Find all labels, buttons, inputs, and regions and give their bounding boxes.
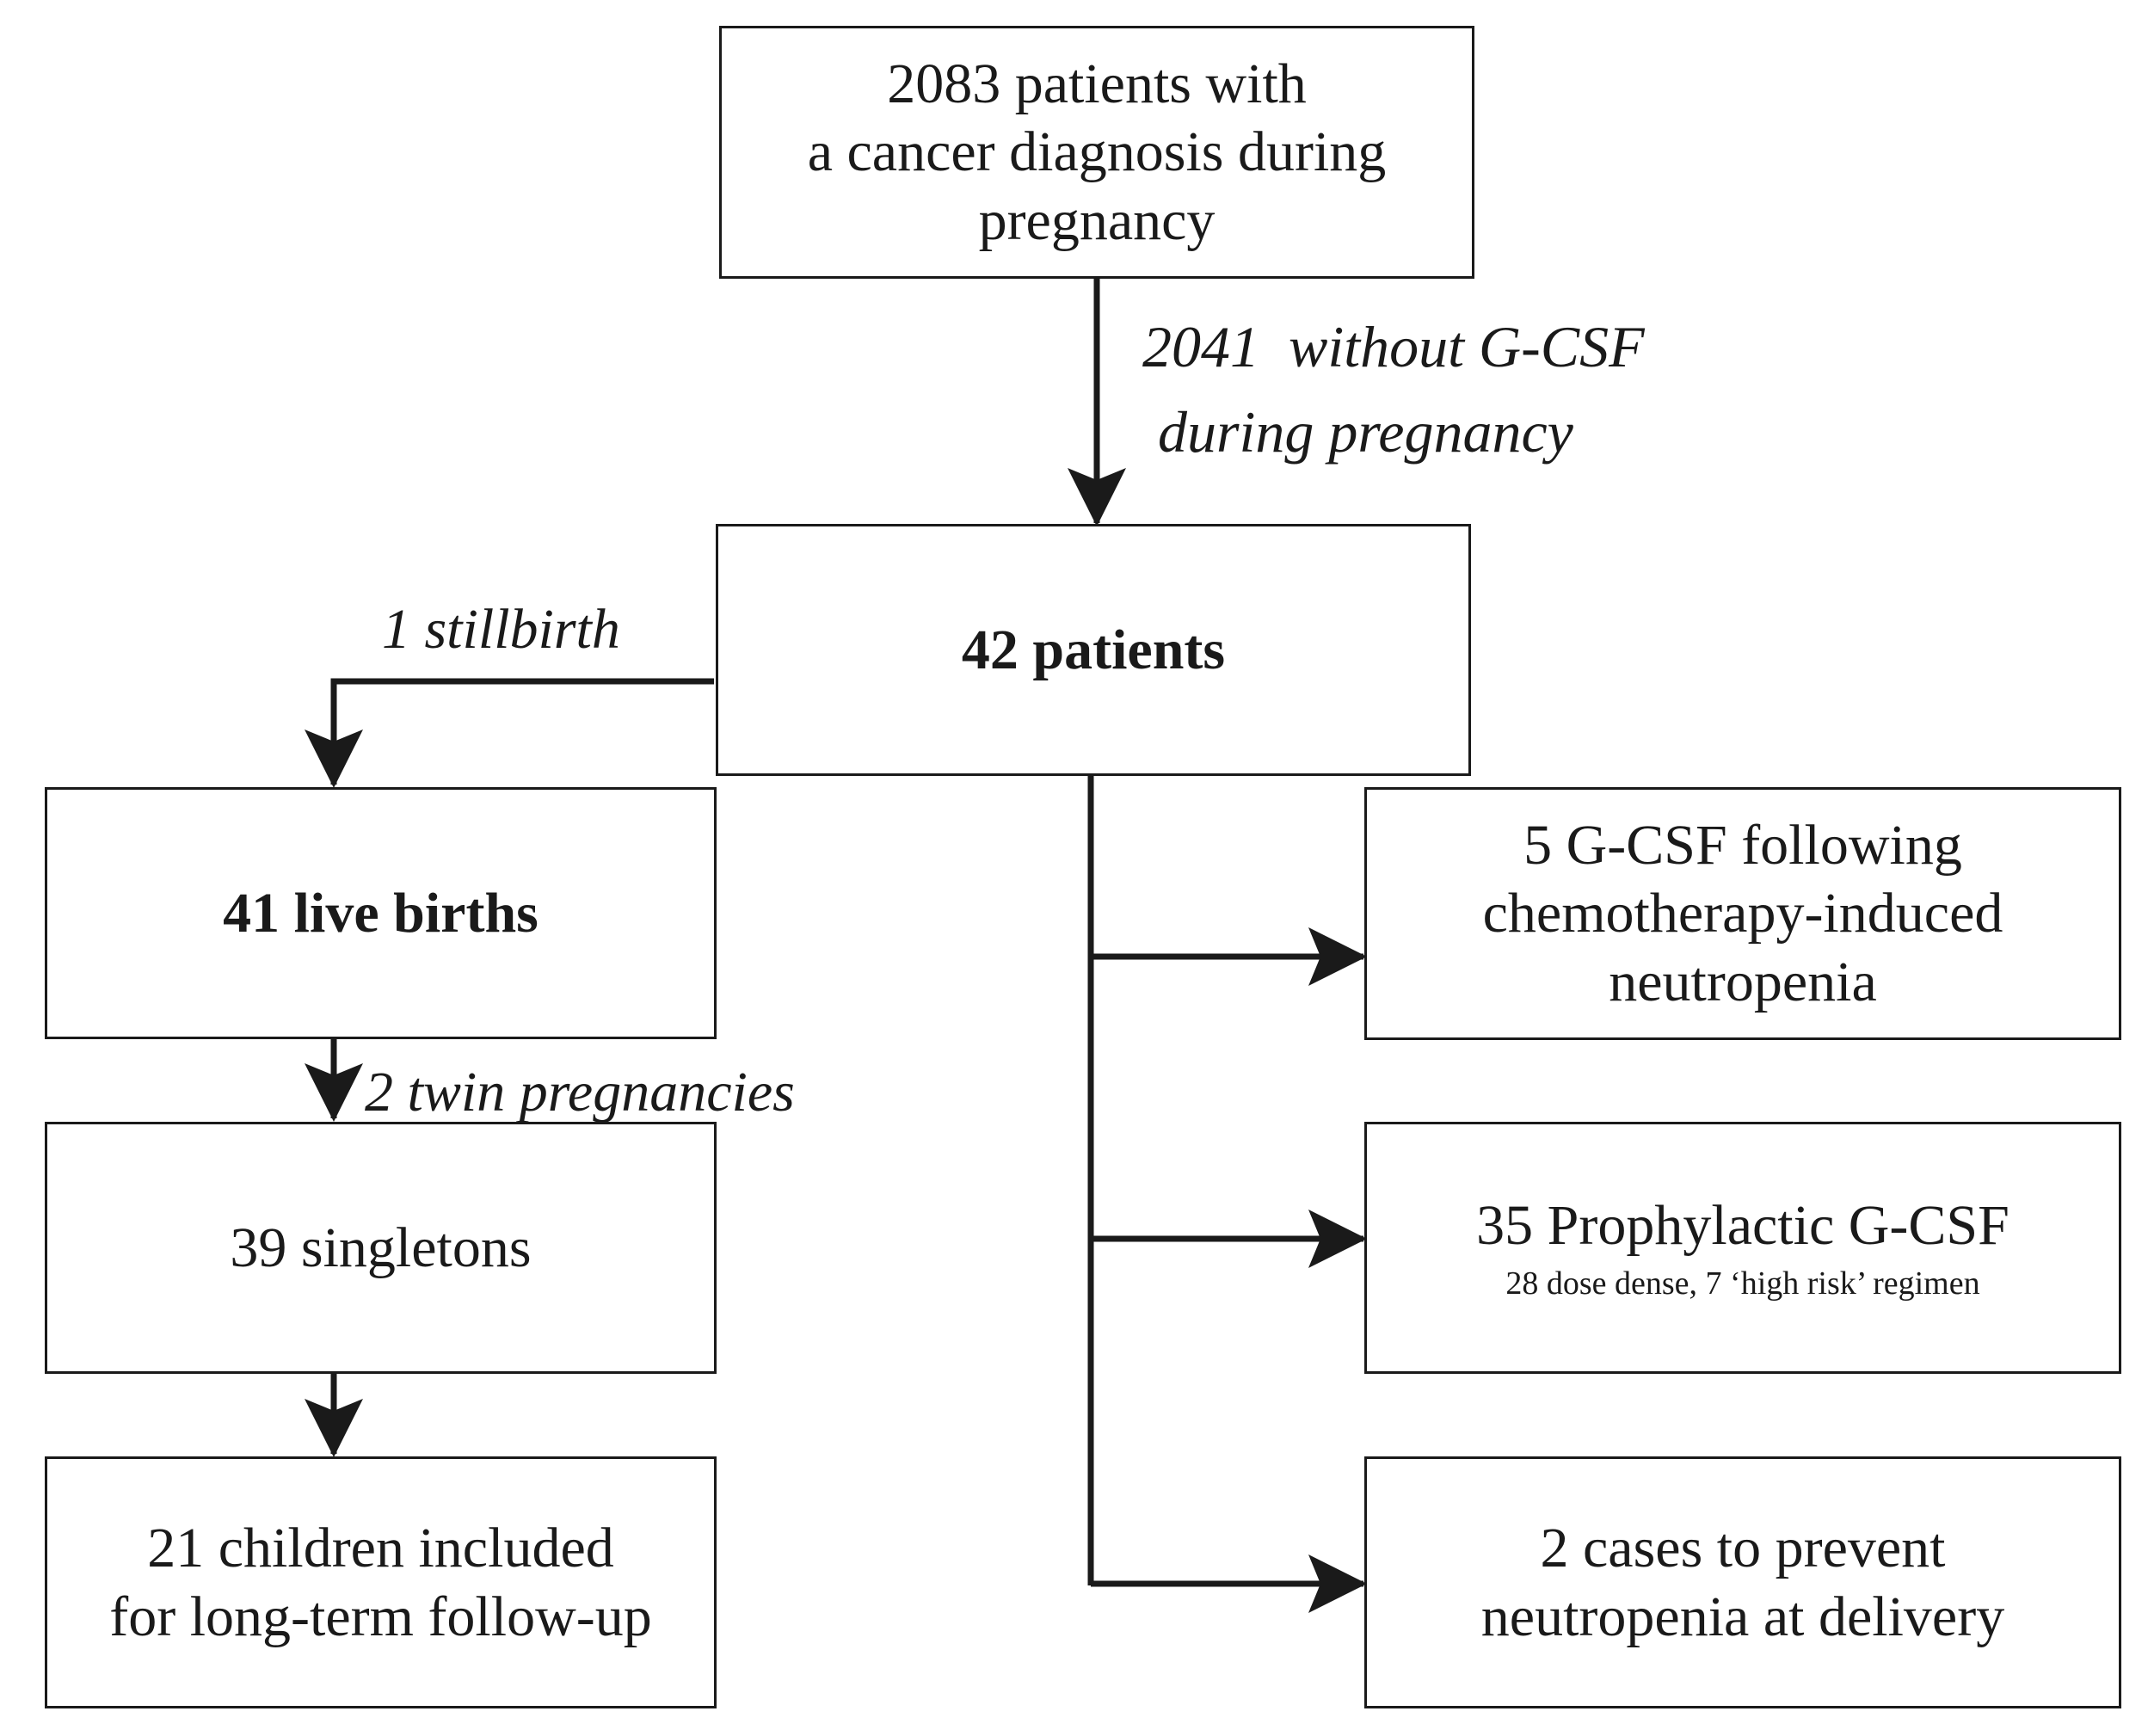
label-without-gcsf: 2041 without G-CSF during pregnancy <box>1142 305 1645 474</box>
box-prophylactic-text: 35 Prophylactic G-CSF <box>1476 1194 2010 1258</box>
box-prophylactic-subtext: 28 dose dense, 7 ‘high risk’ regimen <box>1505 1265 1980 1302</box>
box-followup-line-1: 21 children included <box>147 1517 614 1580</box>
box-gcsf-following-neutropenia: 5 G-CSF following chemotherapy-induced n… <box>1364 787 2121 1040</box>
box-long-term-followup: 21 children included for long-term follo… <box>45 1456 717 1708</box>
box-prevent-neutropenia-delivery: 2 cases to prevent neutropenia at delive… <box>1364 1456 2121 1708</box>
box-start-line-3: pregnancy <box>978 188 1216 252</box>
box-patients-text: 42 patients <box>961 618 1226 681</box>
box-prophylactic-gcsf: 35 Prophylactic G-CSF 28 dose dense, 7 ‘… <box>1364 1122 2121 1374</box>
box-live-births: 41 live births <box>45 787 717 1039</box>
arrow-stillbirth-branch <box>305 678 714 788</box>
box-delivery-line-1: 2 cases to prevent <box>1540 1517 1946 1580</box>
box-start-line-2: a cancer diagnosis during <box>807 120 1387 184</box>
box-gcsf-line-3: neutropenia <box>1609 950 1877 1013</box>
label-stillbirth-text: 1 stillbirth <box>382 598 620 661</box>
box-start-line-1: 2083 patients with <box>887 52 1307 116</box>
box-gcsf-line-2: chemotherapy-induced <box>1482 882 2003 945</box>
box-singletons: 39 singletons <box>45 1122 717 1374</box>
box-followup-line-2: for long-term follow-up <box>109 1585 652 1648</box>
label-stillbirth: 1 stillbirth <box>382 588 620 671</box>
box-delivery-line-2: neutropenia at delivery <box>1480 1585 2005 1648</box>
box-singletons-text: 39 singletons <box>230 1216 532 1279</box>
label-twins-text: 2 twin pregnancies <box>365 1061 795 1123</box>
box-gcsf-line-1: 5 G-CSF following <box>1523 814 1962 877</box>
label-twin-pregnancies: 2 twin pregnancies <box>365 1051 795 1134</box>
box-cancer-diagnosis-patients: 2083 patients with a cancer diagnosis du… <box>719 26 1474 279</box>
box-42-patients: 42 patients <box>716 524 1471 776</box>
label-without-gcsf-line-1: 2041 without G-CSF <box>1142 314 1645 379</box>
label-without-gcsf-line-2: during pregnancy <box>1158 398 1573 465</box>
box-live-births-text: 41 live births <box>223 881 539 945</box>
